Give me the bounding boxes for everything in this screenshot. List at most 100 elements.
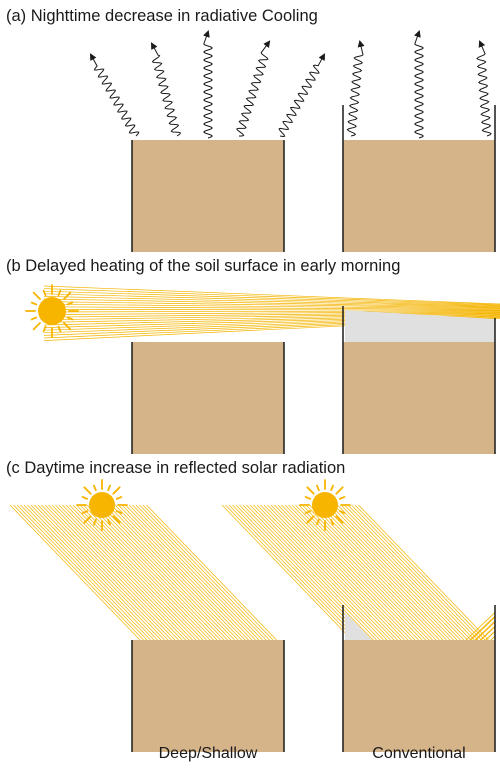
- sun-ray: [30, 504, 162, 641]
- reflected-ray: [465, 612, 496, 641]
- sun-ray: [104, 504, 235, 641]
- sun-ray: [139, 504, 270, 641]
- radiation-wave-arrow: [278, 53, 326, 138]
- sun-ray: [326, 504, 458, 641]
- sun-ray: [58, 504, 190, 641]
- sun-ray: [43, 311, 500, 315]
- sun-ray: [100, 504, 232, 641]
- soil-block-deep-a: [132, 140, 284, 252]
- reflected-ray: [485, 630, 496, 641]
- sun-ray: [351, 504, 482, 641]
- sun-beam: [304, 496, 312, 500]
- sun-ray: [93, 504, 225, 641]
- sun-beam: [306, 486, 315, 495]
- sun-ray: [83, 504, 214, 641]
- sun-ray: [111, 504, 242, 641]
- sun-ray: [288, 504, 419, 641]
- sun-ray: [225, 504, 356, 641]
- sun-ray: [97, 504, 228, 641]
- sun-beam: [306, 515, 315, 524]
- sun-beam: [330, 484, 334, 492]
- sun-ray: [256, 504, 388, 641]
- sun-beam: [57, 289, 62, 297]
- sun-ray: [142, 504, 274, 641]
- sun-beam: [30, 301, 38, 306]
- sun-ray: [62, 504, 193, 641]
- sun-beam: [338, 510, 346, 514]
- sun-ray: [43, 296, 500, 308]
- sun-ray: [242, 504, 374, 641]
- sun-ray: [43, 290, 500, 306]
- sun-ray: [118, 504, 249, 641]
- sun-ray: [23, 504, 155, 641]
- sun-ray: [337, 504, 468, 641]
- sun-ray: [274, 504, 405, 641]
- sun-ray: [235, 504, 367, 641]
- reflected-rays: [465, 612, 496, 641]
- label-deep-shallow: Deep/Shallow: [159, 745, 258, 762]
- sun-beam: [107, 518, 111, 526]
- reflected-ray: [475, 621, 496, 641]
- sun-ray: [43, 285, 500, 305]
- sun-beam: [338, 496, 346, 500]
- sun-ray: [249, 504, 381, 641]
- sun-ray: [146, 504, 277, 641]
- sun-ray: [267, 504, 398, 641]
- sun-ray: [16, 504, 148, 641]
- sun-ray: [253, 504, 384, 641]
- sun-ray: [27, 504, 158, 641]
- radiation-wave-arrow: [476, 40, 492, 137]
- sun-ray: [43, 288, 500, 306]
- sun-ray: [347, 504, 479, 641]
- sun-ray: [43, 301, 500, 309]
- sun-ray: [55, 504, 186, 641]
- soil-block-conv-c: [343, 640, 495, 752]
- sun-ray: [51, 504, 183, 641]
- panel-a: (a) Nighttime decrease in radiative Cool…: [6, 7, 496, 252]
- sun-beam: [42, 289, 47, 297]
- sun-disc: [89, 492, 115, 518]
- sun-beam: [93, 518, 97, 526]
- sun-ray: [221, 504, 353, 641]
- panel-b-title: (b Delayed heating of the soil surface i…: [6, 257, 400, 275]
- sun-ray: [69, 504, 200, 641]
- sun-ray: [43, 310, 500, 313]
- reflected-ray: [474, 620, 496, 641]
- sun-beam: [93, 484, 97, 492]
- panel-c: (c Daytime increase in reflected solar r…: [6, 459, 496, 752]
- sun-ray: [34, 504, 165, 641]
- sun-ray: [90, 504, 221, 641]
- radiation-wave-arrow: [150, 42, 182, 137]
- panel-b: (b Delayed heating of the soil surface i…: [6, 257, 500, 454]
- sun-ray: [43, 312, 500, 321]
- sun-ray: [354, 504, 486, 641]
- shadow-area-conv-b: [345, 310, 495, 342]
- sun-ray: [319, 504, 451, 641]
- sun-beam: [63, 322, 72, 331]
- sun-beam: [81, 496, 89, 500]
- label-conventional: Conventional: [372, 745, 465, 762]
- sun-ray: [121, 504, 253, 641]
- sun-beam: [330, 518, 334, 526]
- sun-beam: [335, 486, 344, 495]
- sun-ray: [107, 504, 239, 641]
- sun-beam: [316, 484, 320, 492]
- sun-ray: [260, 504, 391, 641]
- sun-ray: [44, 504, 176, 641]
- sun-ray: [114, 504, 246, 641]
- radiation-wave-arrow: [236, 40, 271, 137]
- sun-ray: [232, 504, 363, 641]
- sun-ray: [323, 504, 454, 641]
- sun-disc: [312, 492, 338, 518]
- reflected-ray: [470, 616, 496, 641]
- reflected-ray: [480, 626, 496, 641]
- sun-beam: [304, 510, 312, 514]
- sun-ray: [277, 504, 409, 641]
- sun-ray: [312, 504, 444, 641]
- sun-ray: [132, 504, 263, 641]
- sun-ray: [13, 504, 144, 641]
- shadow-area-conv-c: [345, 612, 372, 640]
- sun-beam: [66, 316, 74, 321]
- sun-ray: [48, 504, 179, 641]
